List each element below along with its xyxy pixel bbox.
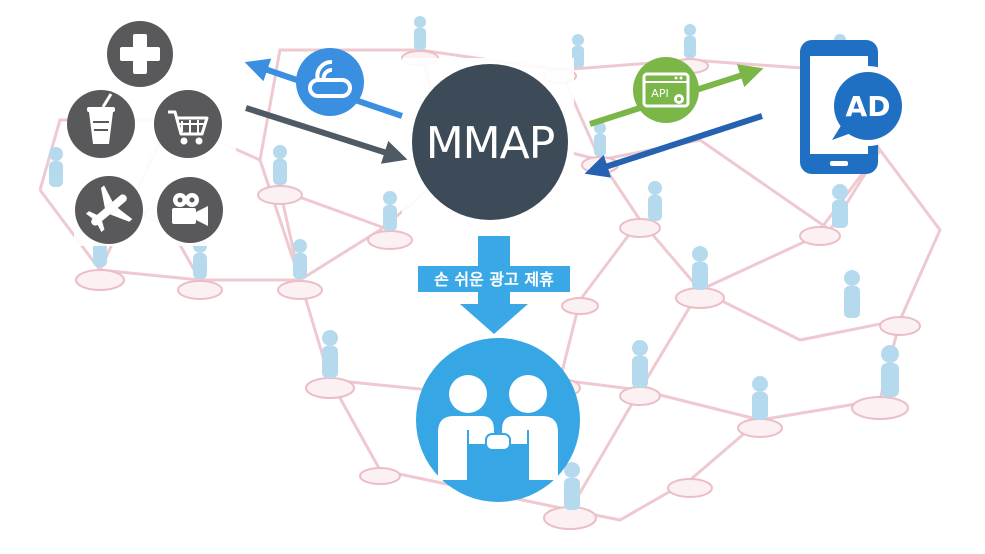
dark-arrow xyxy=(245,105,408,164)
api-badge: API xyxy=(633,57,699,123)
mmap-hub: MMAP xyxy=(412,64,568,220)
video-camera-icon xyxy=(157,177,223,243)
hub-label: MMAP xyxy=(426,118,555,169)
category-icons xyxy=(67,21,223,244)
flow-label: 손 쉬운 광고 제휴 xyxy=(434,270,554,289)
mobile-app-icon: AD xyxy=(800,40,908,174)
ad-speech-bubble: AD xyxy=(828,66,908,146)
drink-icon xyxy=(67,90,135,158)
shopping-cart-icon xyxy=(154,90,222,158)
medical-cross-icon xyxy=(107,21,173,87)
ad-label: AD xyxy=(846,90,891,123)
network-people xyxy=(49,16,899,510)
handshake-icon xyxy=(416,338,580,502)
navy-arrow xyxy=(584,113,763,178)
airplane-icon xyxy=(75,176,143,244)
flow-label-box: 손 쉬운 광고 제휴 xyxy=(418,266,570,292)
api-label: API xyxy=(651,87,668,100)
router-icon xyxy=(296,48,364,116)
